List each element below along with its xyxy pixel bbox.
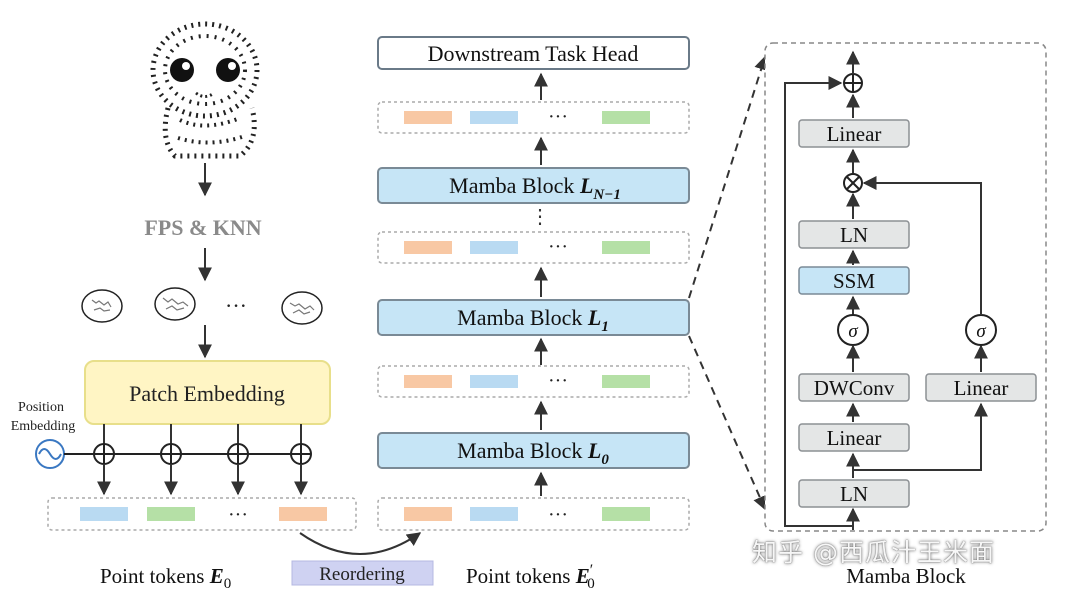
residual-path	[784, 76, 853, 527]
linear-left-box	[798, 423, 910, 452]
token-green	[602, 507, 650, 521]
downstream-head-label: Downstream Task Head	[428, 41, 639, 66]
token-blue	[470, 111, 518, 124]
patch-embedding-box	[84, 360, 331, 425]
linear-top-label: Linear	[827, 122, 882, 146]
patch-ellipsis: ···	[225, 293, 247, 318]
add-operator-icon	[160, 424, 182, 496]
ln-bottom-box	[798, 479, 910, 508]
watermark: 知乎 @西瓜汁王米面	[752, 538, 995, 567]
mamba-block-mid	[377, 299, 690, 336]
sine-wave-icon	[35, 439, 65, 469]
mascot-icon	[150, 21, 260, 159]
token-ellipsis: ···	[548, 370, 568, 392]
token-orange	[404, 241, 452, 254]
token-row	[377, 101, 690, 134]
reordering-arrow	[299, 532, 422, 555]
token-ellipsis: ···	[548, 236, 568, 258]
mamba-block-title: Mamba Block	[846, 564, 966, 588]
reordered-token-row	[377, 497, 690, 531]
token-blue	[80, 507, 128, 521]
token-orange	[279, 507, 327, 521]
mamba-block-top	[377, 167, 690, 204]
point-patch-icon	[81, 289, 123, 323]
token-green	[602, 375, 650, 388]
add-operator-icon	[93, 424, 115, 496]
mamba-block-top-label: Mamba Block LN−1	[449, 173, 621, 203]
token-orange	[404, 507, 452, 521]
ssm-box	[798, 266, 910, 295]
linear-top-box	[798, 119, 910, 148]
branch-path	[853, 402, 988, 471]
point-tokens-row	[47, 497, 357, 531]
vertical-ellipsis: ⋮	[530, 206, 550, 228]
fps-knn-label: FPS & KNN	[144, 215, 261, 240]
reordering-box	[291, 560, 434, 586]
token-green	[602, 241, 650, 254]
position-embedding-label: Embedding	[11, 419, 76, 434]
reordering-label: Reordering	[319, 564, 405, 585]
ln-bottom-label: LN	[840, 482, 868, 506]
sigma-left-label: σ	[848, 321, 858, 342]
ln-mid-box	[798, 220, 910, 249]
dwconv-label: DWConv	[814, 376, 895, 400]
multiply-operator-icon	[843, 173, 863, 193]
token-blue	[470, 375, 518, 388]
add-operator-icon	[227, 424, 249, 496]
token-green	[602, 111, 650, 124]
add-operator-icon	[843, 73, 863, 93]
zoom-line	[688, 55, 768, 299]
reordered-tokens-caption: Point tokens E′0	[466, 562, 595, 592]
gate-path	[862, 176, 982, 315]
token-row	[377, 231, 690, 264]
mamba-block-bottom	[377, 432, 690, 469]
dwconv-box	[798, 373, 910, 402]
point-patch-icon	[154, 287, 196, 321]
token-green	[147, 507, 195, 521]
mamba-block-mid-label: Mamba Block L1	[457, 305, 609, 335]
point-patch-icon	[281, 291, 323, 325]
sigma-right-label: σ	[976, 321, 986, 342]
point-tokens-caption: Point tokens E0	[100, 564, 231, 592]
patch-embedding-label: Patch Embedding	[129, 381, 285, 406]
add-operator-icon	[290, 424, 312, 496]
ln-mid-label: LN	[840, 223, 868, 247]
token-ellipsis: ···	[228, 504, 248, 526]
token-blue	[470, 241, 518, 254]
token-ellipsis: ···	[548, 106, 568, 128]
linear-left-label: Linear	[827, 426, 882, 450]
token-blue	[470, 507, 518, 521]
linear-right-box	[925, 373, 1037, 402]
token-orange	[404, 375, 452, 388]
ssm-label: SSM	[833, 269, 875, 293]
zoom-line	[688, 335, 767, 511]
token-ellipsis: ···	[548, 504, 568, 526]
token-orange	[404, 111, 452, 124]
downstream-head-box	[377, 36, 690, 70]
position-embedding-label: Position	[18, 400, 64, 415]
linear-right-label: Linear	[954, 376, 1009, 400]
mamba-block-bottom-label: Mamba Block L0	[457, 438, 609, 468]
token-row	[377, 365, 690, 398]
